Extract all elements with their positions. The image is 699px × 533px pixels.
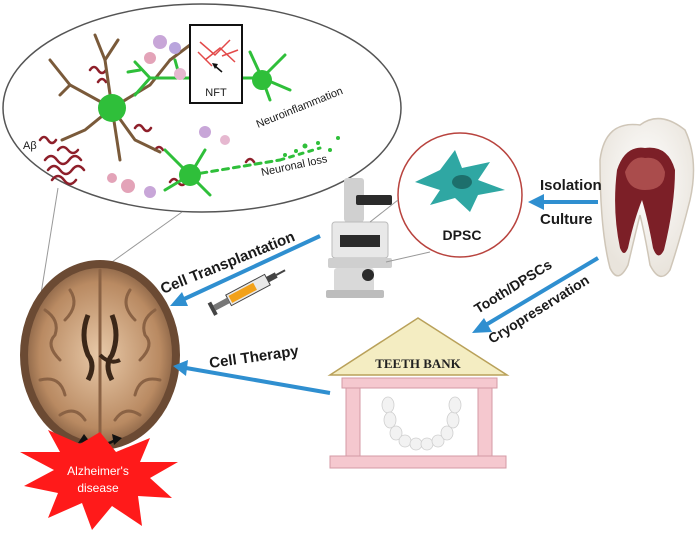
arrow-cell-transplantation	[170, 234, 321, 306]
cycle-arrowhead-right	[112, 434, 122, 445]
dpsc-label: DPSC	[443, 227, 482, 243]
dental-arch	[381, 396, 462, 451]
teeth-bank-roof	[327, 317, 510, 376]
step-cell-transplantation: Cell Transplantation	[158, 228, 297, 297]
dpsc-circle: DPSC	[397, 132, 523, 258]
dpsc-connector-line	[369, 199, 399, 223]
neuron-large-soma	[98, 94, 126, 122]
step-cryopreservation: Cryopreservation	[485, 272, 592, 347]
arrow-cryopreservation	[472, 256, 600, 333]
teeth-bank-title: TEETH BANK	[375, 356, 461, 371]
microscope-illustration	[326, 178, 392, 298]
connector-line-left	[39, 187, 59, 301]
pathology-inset: NFT Aβ Neuroinflammation Neuronal loss	[2, 3, 402, 213]
step-isolation: Isolation	[540, 177, 602, 194]
alzheimer-burst: Alzheimer's disease	[20, 430, 178, 530]
teeth-bank-building: TEETH BANK	[327, 317, 510, 469]
alzheimer-line1: Alzheimer's	[67, 464, 129, 478]
immune-cells	[107, 35, 230, 198]
neuron-upper-soma	[252, 70, 272, 90]
neuron-fragments	[283, 136, 340, 157]
alzheimer-line2: disease	[77, 481, 119, 495]
tooth-illustration	[599, 117, 695, 278]
nft-label: NFT	[205, 87, 227, 99]
nft-box: NFT	[189, 24, 243, 104]
arrow-isolation	[528, 194, 598, 210]
connector-line-right	[111, 211, 183, 263]
step-cell-therapy: Cell Therapy	[208, 343, 300, 372]
brain-illustration	[20, 260, 180, 450]
abeta-label: Aβ	[23, 140, 37, 152]
step-culture: Culture	[540, 211, 593, 228]
neuron-lower-soma	[179, 164, 201, 186]
syringe-illustration	[207, 269, 286, 316]
dpsc-connector-line-2	[385, 251, 431, 263]
neuron-lower	[163, 146, 322, 197]
arrow-cell-therapy	[173, 360, 331, 395]
